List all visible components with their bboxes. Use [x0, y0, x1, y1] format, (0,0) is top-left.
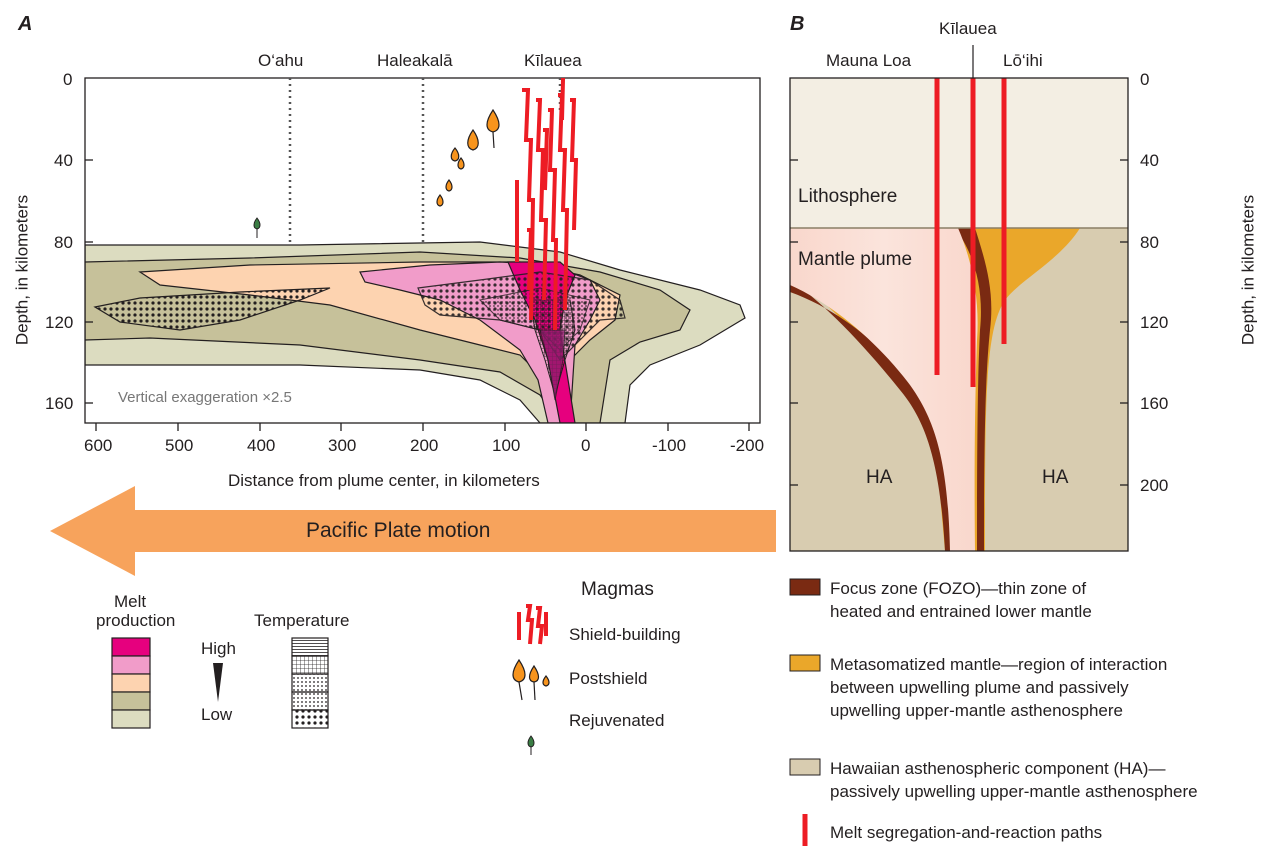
meta-swatch	[789, 654, 821, 672]
temperature-lines-core	[539, 329, 566, 401]
b-y-tick-0: 0	[1140, 70, 1150, 89]
fozo-left	[790, 280, 952, 551]
meta-line-2: between upwelling plume and passively	[830, 678, 1129, 697]
temperature-title: Temperature	[254, 611, 350, 630]
meta-line-3: upwelling upper-mantle asthenosphere	[830, 701, 1123, 720]
a-x-tick-400: 400	[247, 436, 276, 455]
rejuvenated-label: Rejuvenated	[569, 711, 665, 730]
fozo-right	[955, 228, 992, 551]
panel-a-x-axis-label: Distance from plume center, in kilometer…	[228, 471, 540, 490]
meta-line-1: Metasomatized mantle—region of interacti…	[830, 655, 1168, 674]
oahu-label: O‘ahu	[258, 51, 304, 70]
a-y-tick-40: 40	[54, 151, 73, 170]
haleakala-label: Haleakalā	[377, 51, 453, 70]
b-y-tick-40: 40	[1140, 151, 1159, 170]
postshield-label: Postshield	[569, 669, 648, 688]
fozo-line-1: Focus zone (FOZO)—thin zone of	[830, 579, 1087, 598]
mantle-plume-label: Mantle plume	[798, 249, 913, 270]
lithosphere-label: Lithosphere	[798, 186, 898, 207]
b-y-tick-120: 120	[1140, 313, 1169, 332]
kilauea-label-a: Kīlauea	[524, 51, 582, 70]
panel-a-y-ticks	[85, 159, 93, 404]
a-x-tick-600: 600	[84, 436, 113, 455]
melt-legend-swatches	[111, 637, 151, 729]
temperature-legend-swatches	[291, 637, 329, 729]
fozo-swatch	[789, 578, 821, 596]
a-x-tick-neg100: -100	[652, 436, 687, 455]
panel-a-plot	[84, 77, 761, 431]
ha-line-2: passively upwelling upper-mantle astheno…	[830, 782, 1198, 801]
melt-title-2: production	[96, 611, 176, 630]
ha-line-1: Hawaiian asthenospheric component (HA)—	[830, 759, 1166, 778]
a-y-tick-80: 80	[54, 233, 73, 252]
pacific-plate-arrow	[50, 486, 776, 576]
ha-left-label: HA	[866, 467, 893, 488]
panel-b-y-axis-label: Depth, in kilometers	[1238, 194, 1258, 346]
b-y-tick-200: 200	[1140, 476, 1169, 495]
low-label: Low	[201, 705, 233, 724]
pacific-plate-label: Pacific Plate motion	[306, 519, 491, 542]
panel-b-frame	[789, 77, 1129, 552]
postshield-legend-icon	[512, 658, 550, 701]
exaggeration-note: Vertical exaggeration ×2.5	[118, 389, 292, 406]
rejuvenated-drop	[253, 217, 261, 230]
a-y-tick-160: 160	[45, 394, 74, 413]
a-x-tick-500: 500	[165, 436, 194, 455]
a-x-tick-300: 300	[328, 436, 357, 455]
panel-b-letter: B	[790, 13, 805, 35]
b-y-tick-80: 80	[1140, 233, 1159, 252]
kilauea-label-b: Kīlauea	[939, 19, 997, 38]
rejuvenated-legend-icon	[527, 735, 535, 748]
a-y-tick-120: 120	[45, 313, 74, 332]
ha-swatch	[789, 758, 821, 776]
ha-right-label: HA	[1042, 467, 1069, 488]
lithosphere-band	[790, 78, 1128, 228]
panel-b-plot	[789, 45, 1129, 552]
a-x-tick-0: 0	[581, 436, 591, 455]
high-label: High	[201, 639, 236, 658]
panel-a-letter: A	[18, 13, 33, 35]
shield-label: Shield-building	[569, 625, 681, 644]
a-x-tick-neg200: -200	[730, 436, 765, 455]
melt-paths-label: Melt segregation-and-reaction paths	[830, 823, 1103, 842]
melt-title-1: Melt	[114, 592, 147, 611]
a-x-tick-100: 100	[492, 436, 521, 455]
shield-legend-icon	[517, 604, 548, 645]
mauna-loa-label: Mauna Loa	[826, 51, 912, 70]
panel-b-y-ticks	[790, 159, 1128, 486]
magmas-title: Magmas	[581, 579, 654, 600]
fozo-line-2: heated and entrained lower mantle	[830, 602, 1092, 621]
a-y-tick-0: 0	[63, 70, 73, 89]
mantle-plume	[790, 228, 978, 551]
panel-a-x-ticks	[95, 423, 750, 431]
postshield-drops	[436, 108, 500, 207]
loihi-label: Lō‘ihi	[1003, 51, 1043, 70]
shield-building-paths	[515, 78, 579, 331]
panel-a-y-axis-label: Depth, in kilometers	[12, 194, 32, 346]
high-low-triangle	[213, 663, 223, 702]
b-y-tick-160: 160	[1140, 394, 1169, 413]
melt-paths	[934, 78, 1007, 387]
a-x-tick-200: 200	[410, 436, 439, 455]
temperature-stipple-left	[93, 287, 331, 331]
